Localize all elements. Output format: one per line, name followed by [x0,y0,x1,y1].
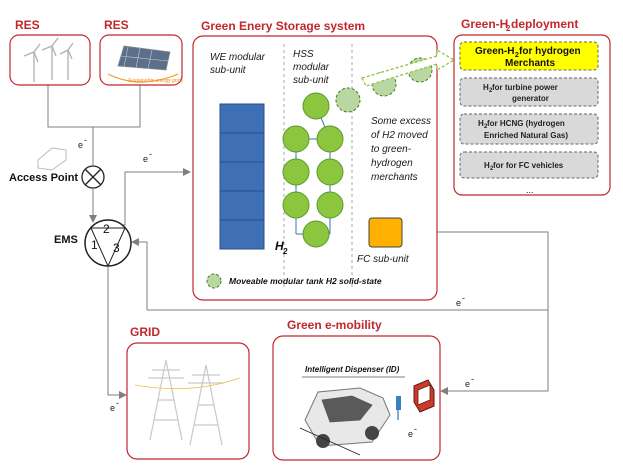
tank-legend-icon [206,273,222,289]
charging-plug-icon [396,396,401,420]
gess-group: Green Enery Storage system WE modular su… [192,19,456,301]
electron-label-return: e - [456,293,465,308]
electron-label: e [465,379,470,389]
deployment-title-sub: 2 [506,24,511,33]
merchant-main-sub: 2 [515,52,519,59]
excess-line4: hydrogen [371,158,413,169]
tank-legend-label: Moveable modular tank H2 solid-state [229,276,382,286]
deployment-group: Green-H 2 deployment Green-H 2 for hydro… [453,17,611,196]
merchant-1-line1b: for turbine power [492,83,558,92]
electron-label-grid: e - [110,398,119,413]
grid-title: GRID [130,325,160,339]
power-tower-icon [148,359,224,446]
merchant-3-line1b: for for FC vehicles [493,161,564,170]
ev-car-icon [299,387,391,456]
electron-sup: - [471,374,474,384]
deployment-title-suffix: deployment [511,17,578,31]
emobility-group: Green e-mobility Intelligent Dispenser (… [272,318,441,461]
hss-label-line3: sub-unit [293,75,330,86]
solar-caption: Sustainable energy grids [128,78,184,84]
electron-label: e [110,403,115,413]
merchant-2-line1: H [478,119,484,128]
merchant-main-line2: Merchants [505,58,555,69]
excess-line3: to green- [371,144,412,155]
emobility-title: Green e-mobility [287,318,382,332]
electron-label-gess: e - [143,149,152,164]
excess-line5: merchants [371,172,418,183]
we-stack [219,103,265,250]
ems-number-3: 3 [113,241,120,255]
merchant-main-line1a: Green-H [475,46,514,57]
electron-label: e [408,429,413,439]
merchant-1-sub: 2 [489,88,493,94]
merchant-box-1 [459,77,599,107]
electron-sup: - [116,398,119,408]
access-point-group: Access Point [9,147,105,189]
electron-sup: - [84,135,87,145]
we-label-line2: sub-unit [210,65,247,76]
res-right-title: RES [104,18,129,32]
electron-label-emobility: e - [465,374,474,389]
merchant-2-sub: 2 [484,124,488,130]
excess-arrow [361,48,456,87]
electron-label: e [143,154,148,164]
excess-line1: Some excess [371,116,431,127]
ems-label: EMS [54,234,78,246]
res-left-title: RES [15,18,40,32]
access-point-label: Access Point [9,172,78,184]
we-label-line1: WE modular [210,52,266,63]
res-right-group: RES Sustainable energy grids [99,18,184,86]
fc-unit [368,217,403,248]
hss-label-line1: HSS [293,49,314,60]
merchant-1-line2: generator [512,94,549,103]
merchant-3-sub: 2 [490,166,494,172]
fc-label: FC sub-unit [357,254,410,265]
electron-label-res: e - [78,135,87,150]
electron-sup: - [414,424,417,434]
merchant-1-line1: H [483,83,489,92]
merchant-2-line1b: for HCNG (hydrogen [487,119,565,128]
res-left-group: RES [9,18,91,86]
ems-number-2: 2 [103,222,110,236]
wind-turbine-icon [23,37,74,82]
electron-sup: - [462,293,465,303]
merchant-main-line1b: for hydrogen [519,46,581,57]
h2-label: H [275,239,284,253]
gess-title: Green Enery Storage system [201,19,365,33]
grid-box [126,342,250,460]
hss-label-line2: modular [293,62,330,73]
electron-sup: - [149,149,152,159]
excess-line2: of H2 moved [371,130,428,141]
electron-label: e [456,298,461,308]
ems-number-1: 1 [91,238,98,252]
grid-group: GRID [126,325,250,460]
solar-panel-icon [107,45,179,83]
merchant-box-3 [459,151,599,179]
hss-tanks [282,92,344,248]
merchant-main-box [459,41,599,71]
dispenser-label: Intelligent Dispenser (ID) [305,365,400,374]
h2-sub: 2 [282,247,288,256]
deployment-title-prefix: Green-H [461,17,508,31]
merchant-3-line1: H [484,161,490,170]
electron-label: e [78,140,83,150]
ems-group: EMS 1 2 3 [54,219,132,267]
router-icon [37,147,67,171]
merchant-box-2 [459,113,599,145]
res-left-box [9,34,91,86]
merchant-2-line2: Enriched Natural Gas) [484,131,568,140]
merchant-more: ... [526,185,534,195]
dispenser-icon [413,379,435,413]
